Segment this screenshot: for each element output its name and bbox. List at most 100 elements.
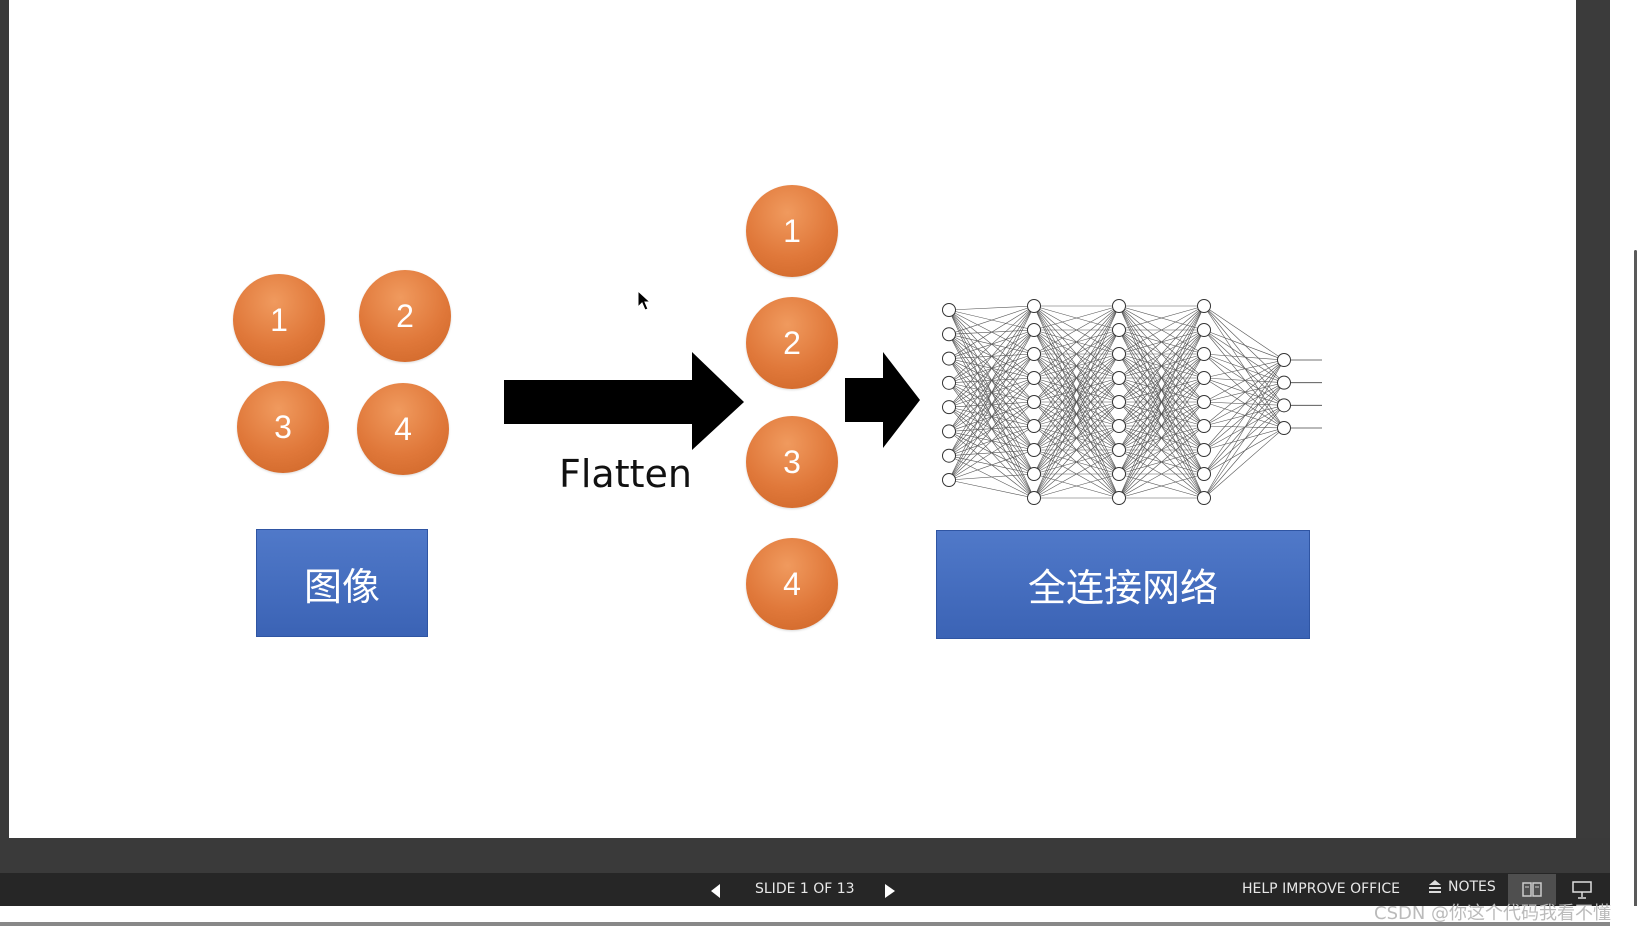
network-node: [1197, 347, 1211, 361]
network-connection: [1118, 377, 1205, 499]
bottom-divider: [0, 922, 1610, 926]
column-circle-2: 2: [746, 297, 838, 389]
mouse-cursor-icon: [637, 290, 651, 311]
network-node: [1197, 419, 1211, 433]
scrollbar-track[interactable]: [1610, 0, 1642, 931]
network-connection: [1033, 473, 1120, 499]
network-connection: [1203, 382, 1285, 403]
network-connection: [1118, 305, 1205, 331]
network-connection: [1118, 353, 1205, 499]
network-connection: [1203, 377, 1285, 383]
column-circle-3: 3: [746, 416, 838, 508]
network-connection: [1203, 353, 1285, 429]
image-circle-3: 3: [237, 381, 329, 473]
right-gutter: [1576, 0, 1610, 838]
network-connection: [1203, 382, 1285, 427]
image-label-box: 图像: [256, 529, 428, 637]
reading-view-button[interactable]: [1508, 874, 1556, 905]
network-node: [1112, 371, 1126, 385]
network-connection: [1203, 427, 1285, 451]
slideshow-button[interactable]: [1558, 874, 1606, 905]
network-connection: [1118, 425, 1205, 499]
presentation-icon: [1572, 880, 1592, 899]
network-connection: [1203, 359, 1285, 379]
status-strip: [0, 838, 1610, 873]
network-connection: [1203, 401, 1285, 406]
network-connection: [1203, 405, 1285, 427]
network-connection: [948, 305, 1035, 432]
network-node: [1112, 395, 1126, 409]
network-node: [1027, 371, 1041, 385]
flatten-arrow-icon: [504, 352, 744, 450]
network-connection: [1203, 305, 1285, 361]
image-circle-1: 1: [233, 274, 325, 366]
network-connection: [948, 305, 1035, 481]
network-connection: [1203, 405, 1285, 451]
network-connection: [1203, 425, 1285, 429]
network-node: [1277, 375, 1291, 390]
image-circle-2: 2: [359, 270, 451, 362]
network-node: [1277, 398, 1291, 413]
network-connection: [1203, 305, 1285, 429]
network-connection: [948, 479, 1035, 499]
triangle-right-icon: [885, 884, 895, 898]
network-connection: [1203, 359, 1285, 499]
network-node: [1027, 299, 1041, 313]
network-connection: [1118, 305, 1205, 403]
network-connection: [948, 449, 1035, 481]
network-connection: [948, 329, 1035, 481]
next-slide-button[interactable]: [884, 884, 896, 898]
network-node: [1197, 491, 1211, 505]
network-node: [1197, 395, 1211, 409]
network-node: [1027, 419, 1041, 433]
network-connection: [1033, 377, 1120, 499]
network-connection: [948, 305, 1035, 335]
network-connection: [1203, 382, 1285, 451]
network-node: [1112, 491, 1126, 505]
network-node: [1027, 443, 1041, 457]
network-node: [1197, 323, 1211, 337]
slide-counter: SLIDE 1 OF 13: [755, 881, 855, 897]
column-circle-4: 4: [746, 538, 838, 630]
network-connection: [1033, 449, 1120, 499]
network-arrow-icon: [845, 352, 920, 448]
neural-network-diagram: [942, 299, 1322, 505]
network-node: [942, 448, 956, 463]
network-connection: [1203, 329, 1285, 361]
network-connection: [1033, 305, 1120, 331]
network-node: [1112, 443, 1126, 457]
network-connection: [1033, 305, 1120, 355]
network-connection: [1118, 473, 1205, 499]
network-node: [942, 375, 956, 390]
network-connection: [1203, 401, 1285, 429]
scrollbar-thumb[interactable]: [1634, 250, 1637, 930]
image-circle-4: 4: [357, 383, 449, 475]
network-connection: [948, 425, 1035, 481]
network-connection: [948, 353, 1035, 481]
previous-slide-button[interactable]: [710, 884, 722, 898]
network-connection: [1203, 329, 1285, 406]
network-connection: [1118, 305, 1205, 451]
notes-button[interactable]: NOTES: [1428, 879, 1496, 895]
network-node: [942, 303, 956, 317]
network-node: [1277, 353, 1291, 367]
status-bar: [0, 873, 1610, 906]
network-connection: [1118, 305, 1205, 379]
network-node: [942, 424, 956, 439]
network-node: [1112, 419, 1126, 433]
triangle-left-icon: [711, 884, 720, 898]
network-connection: [948, 305, 1035, 456]
network-connection: [1118, 449, 1205, 499]
network-connection: [1203, 329, 1285, 383]
network-connection: [948, 401, 1035, 481]
network-connection: [1203, 329, 1285, 429]
network-connection: [1118, 305, 1205, 499]
network-connection: [1033, 305, 1120, 451]
network-node: [1197, 443, 1211, 457]
network-connection: [1033, 305, 1120, 475]
bottom-strip: [0, 906, 1642, 931]
network-node: [1112, 323, 1126, 337]
network-node: [1197, 371, 1211, 385]
network-node: [1112, 299, 1126, 313]
help-improve-office-link[interactable]: HELP IMPROVE OFFICE: [1242, 881, 1400, 897]
